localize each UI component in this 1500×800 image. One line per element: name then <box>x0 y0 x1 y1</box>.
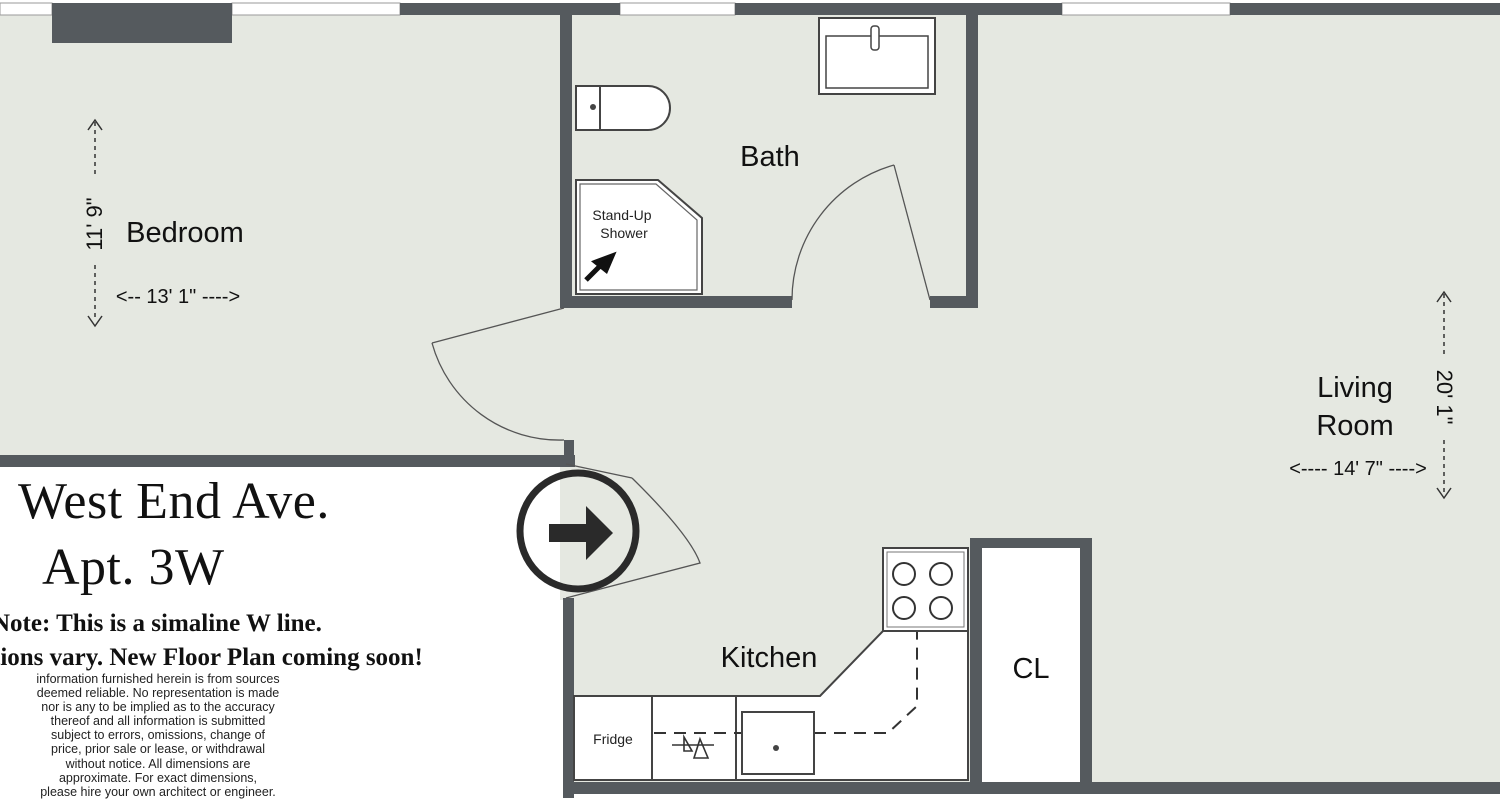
shower-label-1: Stand-Up <box>592 207 651 223</box>
disclaimer-text: information furnished herein is from sou… <box>36 672 280 799</box>
door-entry <box>565 463 701 599</box>
kitchen-sink <box>741 711 815 775</box>
room-label-bath: Bath <box>740 141 800 173</box>
floor-area <box>0 12 1500 786</box>
room-label-living-2: Room <box>1316 410 1393 442</box>
room-label-closet: CL <box>1012 653 1049 685</box>
door-bath <box>791 164 931 301</box>
entry-icon <box>516 469 640 593</box>
dishwasher-icon <box>672 733 714 759</box>
window <box>1061 2 1231 16</box>
walls <box>0 3 1500 798</box>
toilet <box>575 85 671 131</box>
window <box>0 2 53 16</box>
address-line-1: West End Ave. <box>18 473 330 530</box>
entry-arrow-icon <box>549 506 613 560</box>
stove <box>882 547 969 632</box>
window <box>619 2 736 16</box>
dim-living-vertical: 20' 1" <box>1432 370 1457 425</box>
note-line-2: tions vary. New Floor Plan coming soon! <box>0 644 423 671</box>
shower-head-icon <box>584 251 617 282</box>
dim-living-horizontal: <---- 14' 7" ----> <box>1289 458 1427 480</box>
door-bedroom <box>431 307 565 441</box>
window <box>231 2 401 16</box>
room-label-bedroom: Bedroom <box>126 217 244 249</box>
note-line-1: Note: This is a simaline W line. <box>0 610 322 637</box>
dim-line-bedroom <box>87 118 103 328</box>
shower-label-2: Shower <box>600 225 648 241</box>
shower <box>575 179 703 295</box>
room-label-living-1: Living <box>1317 372 1393 404</box>
counter-dashed-line <box>654 632 918 734</box>
kitchen-counter <box>573 630 969 781</box>
address-line-2: Apt. 3W <box>42 539 225 596</box>
dim-bedroom-vertical: 11' 9" <box>82 197 107 250</box>
dim-bedroom-horizontal: <-- 13' 1" ----> <box>116 286 240 308</box>
room-label-kitchen: Kitchen <box>721 642 818 674</box>
fridge-label: Fridge <box>593 731 633 747</box>
dim-line-living <box>1436 290 1452 500</box>
